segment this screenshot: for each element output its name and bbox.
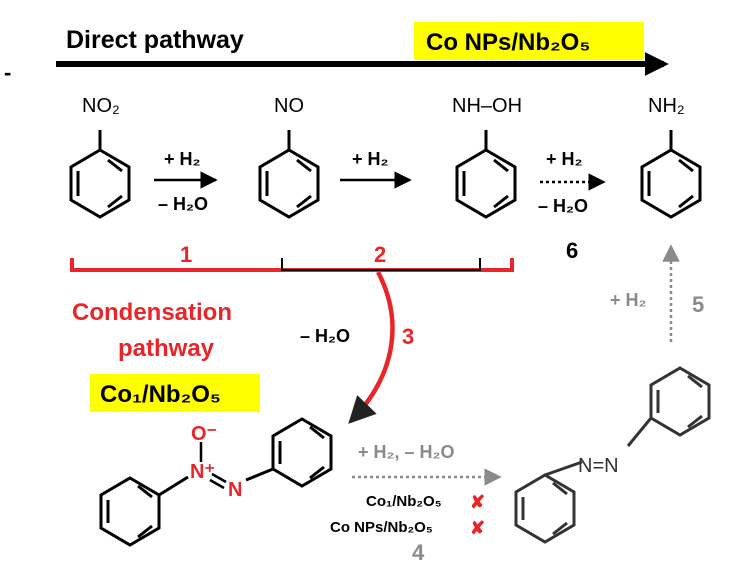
azoxy-o-label: O⁻ [191,423,217,445]
nitrobenzene-ring [69,130,131,219]
route-number-5: 5 [692,292,704,317]
route-number-6: 6 [566,238,578,263]
catalyst-single-atom-highlight [90,374,260,412]
nitrosobenzene-ring [258,130,320,219]
direct-pathway-title: Direct pathway [66,26,244,54]
step4-label: + H₂, – H₂O [358,442,455,462]
step4-catalyst-single-atom: Co₁/Nb₂O₅ [366,493,442,510]
step3-h2o: – H₂O [300,326,350,346]
step-b-h2: + H₂ [352,149,389,169]
step-c-h2o: – H₂O [538,196,588,216]
route-2-bracket [281,258,481,271]
azoxy-n-n-bond-2 [209,478,225,490]
azoxy-n-plus-label: N⁺ [190,461,215,483]
nitro-label: NO₂ [82,95,120,117]
catalyst-direct-label: Co NPs/Nb₂O₅ [426,29,590,56]
route-number-1: 1 [180,242,192,267]
step5-h2: + H₂ [610,290,647,310]
azo-lower-ring [514,460,583,544]
step-c-h2: + H₂ [546,149,583,169]
route-number-4: 4 [412,540,425,565]
route-number-3: 3 [402,324,414,349]
amine-label: NH₂ [648,95,685,117]
step4-catalyst-nanoparticles: Co NPs/Nb₂O₅ [330,519,433,536]
route-number-2: 2 [374,242,386,267]
condensation-line2: pathway [118,335,215,362]
step4-fail-mark-1: ✘ [470,492,485,512]
hydroxylamine-label: NH–OH [452,95,522,117]
nitroso-label: NO [274,95,304,117]
azoxy-right-ring [245,417,333,488]
catalyst-direct-highlight [414,22,644,60]
step4-fail-mark-2: ✘ [470,518,485,538]
route-1-bracket [70,258,514,272]
left-mark: - [4,60,11,85]
catalyst-single-atom-label: Co₁/Nb₂O₅ [100,381,221,408]
aniline-ring [640,130,702,219]
azoxy-n-label: N [228,479,242,501]
azo-upper-ring [626,366,711,447]
azoxy-n-n-bond-1 [211,472,227,484]
route-3-arrow [348,270,395,424]
azo-label: N=N [578,455,619,477]
step-a-h2o: – H₂O [158,194,208,214]
step-a-h2: + H₂ [164,149,201,169]
hydroxylamine-ring [455,130,517,219]
condensation-line1: Condensation [72,299,232,326]
azoxy-left-ring [99,475,189,547]
